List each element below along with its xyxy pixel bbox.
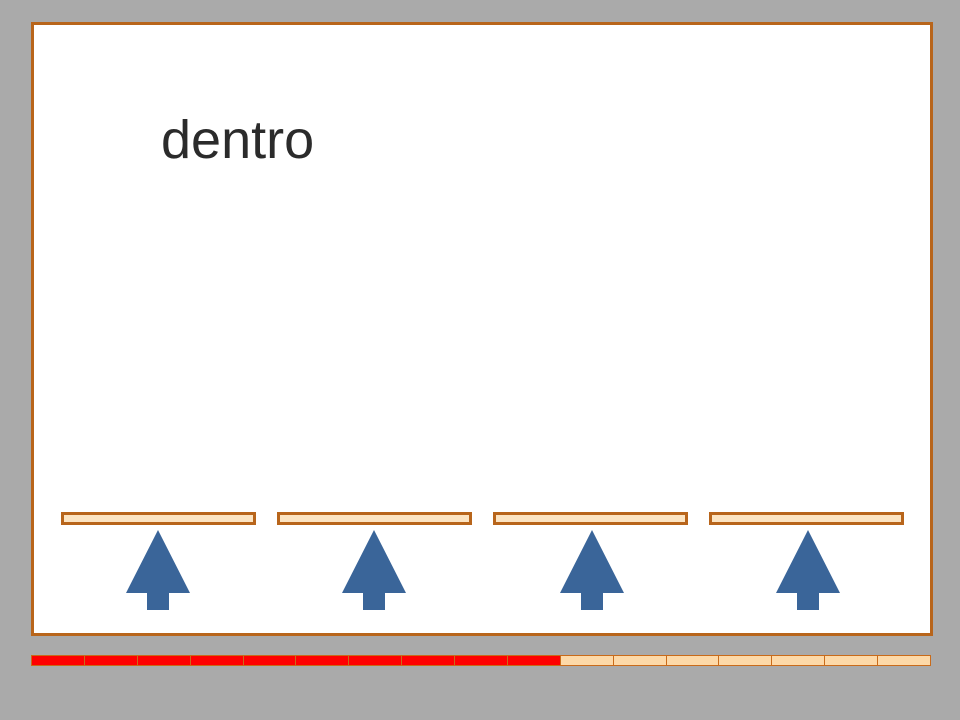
progress-segment-complete bbox=[348, 655, 402, 666]
select-slot-4-button[interactable] bbox=[776, 530, 840, 610]
progress-segment-complete bbox=[242, 655, 296, 666]
select-slot-2-button[interactable] bbox=[342, 530, 406, 610]
progress-segment-complete bbox=[83, 655, 137, 666]
progress-segment-remaining bbox=[771, 655, 825, 666]
answer-slot-1[interactable] bbox=[61, 512, 256, 525]
answer-slot-3[interactable] bbox=[493, 512, 688, 525]
answer-slot-2[interactable] bbox=[277, 512, 472, 525]
progress-segment-complete bbox=[295, 655, 349, 666]
progress-segment-complete bbox=[31, 655, 84, 666]
progress-segment-complete bbox=[136, 655, 190, 666]
up-arrow-icon bbox=[342, 530, 406, 610]
progress-segment-complete bbox=[401, 655, 454, 666]
progress-bar bbox=[31, 655, 931, 666]
exercise-card: dentro bbox=[31, 22, 933, 636]
up-arrow-icon bbox=[126, 530, 190, 610]
progress-segment-complete bbox=[454, 655, 507, 666]
select-slot-3-button[interactable] bbox=[560, 530, 624, 610]
select-slot-1-button[interactable] bbox=[126, 530, 190, 610]
progress-segment-remaining bbox=[612, 655, 666, 666]
up-arrow-icon bbox=[560, 530, 624, 610]
up-arrow-icon bbox=[776, 530, 840, 610]
progress-segment-complete bbox=[189, 655, 243, 666]
progress-segment-remaining bbox=[824, 655, 877, 666]
progress-segment-remaining bbox=[559, 655, 613, 666]
answer-slot-4[interactable] bbox=[709, 512, 904, 525]
progress-segment-remaining bbox=[718, 655, 772, 666]
progress-segment-remaining bbox=[665, 655, 719, 666]
progress-segment-remaining bbox=[877, 655, 931, 666]
progress-segment-complete bbox=[506, 655, 560, 666]
prompt-word: dentro bbox=[161, 110, 315, 170]
